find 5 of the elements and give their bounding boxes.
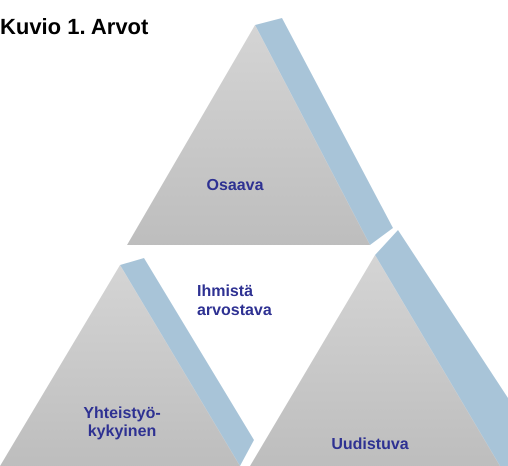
center-label: Ihmistä arvostava	[197, 282, 273, 320]
title: Kuvio 1. Arvot	[0, 14, 148, 40]
triangle-label: Osaava	[206, 177, 265, 195]
triangle-label: Yhteistyö- kykyinen	[82, 405, 162, 441]
triangle-label: Uudistuva	[330, 436, 410, 454]
